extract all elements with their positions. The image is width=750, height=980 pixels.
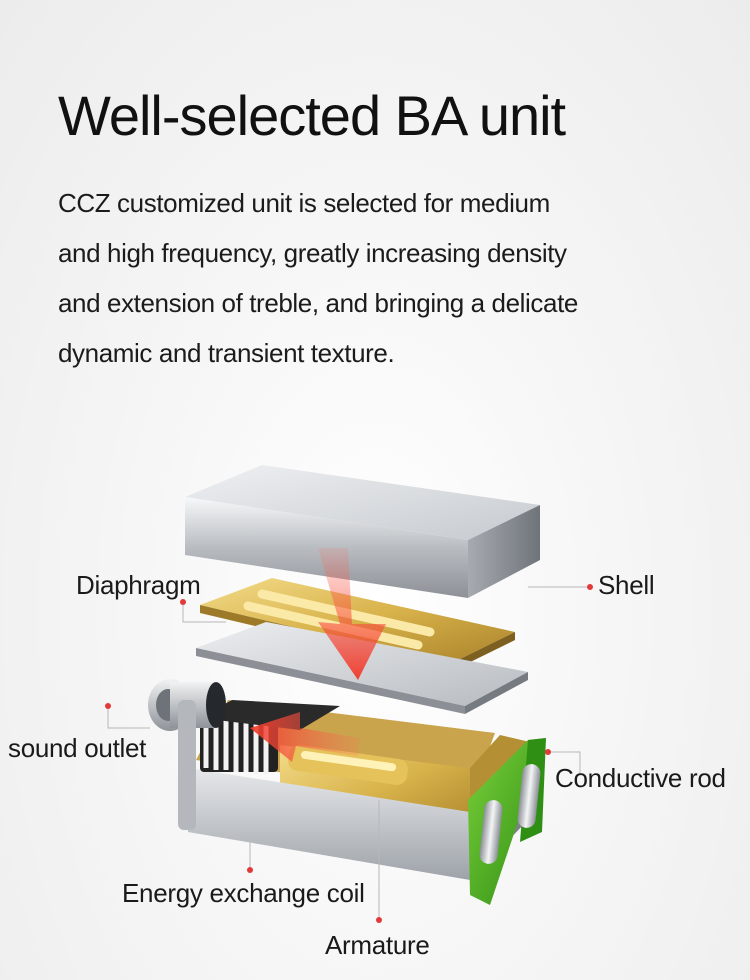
description-line-3: and extension of treble, and bringing a … (58, 288, 578, 318)
label-sound-outlet: sound outlet (8, 733, 147, 763)
down-arrow (318, 548, 386, 680)
description-line-1: CCZ customized unit is selected for medi… (58, 188, 550, 218)
description-line-4: dynamic and transient texture. (58, 338, 395, 368)
label-diaphragm: Diaphragm (76, 570, 201, 600)
sound-outlet (148, 679, 226, 830)
page-title: Well-selected BA unit (58, 84, 566, 147)
leader-lines (107, 586, 590, 920)
shell-cover (185, 465, 540, 598)
label-energy-coil: Energy exchange coil (122, 878, 365, 908)
label-conductive-rod: Conductive rod (555, 763, 726, 793)
ba-unit-exploded-illustration (105, 465, 593, 923)
left-arrow (250, 712, 360, 762)
description: CCZ customized unit is selected for medi… (58, 178, 698, 378)
description-line-2: and high frequency, greatly increasing d… (58, 238, 567, 268)
label-armature: Armature (325, 930, 430, 960)
leader-dots (105, 584, 593, 923)
conductive-rod-terminal (468, 738, 546, 905)
label-shell: Shell (598, 570, 655, 600)
